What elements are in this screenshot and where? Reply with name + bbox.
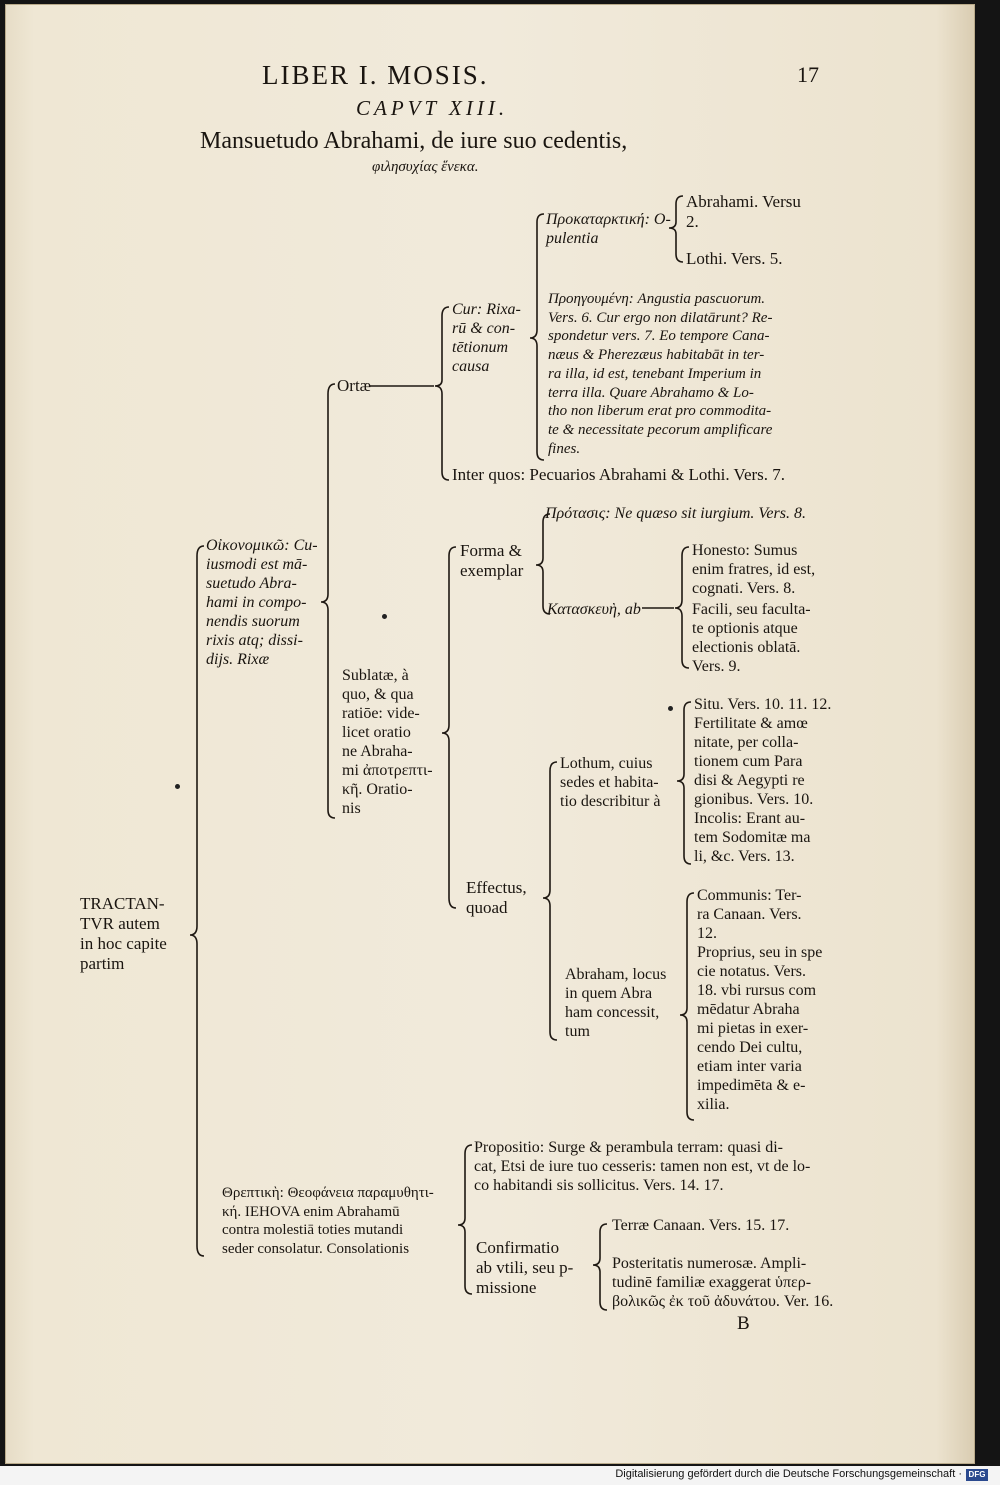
- abrahami-text: Abrahami. Versu 2.: [686, 192, 801, 231]
- ortae-label: Ortæ: [337, 376, 371, 395]
- book-page: [5, 4, 975, 1464]
- honesto-text: Honesto: Sumus enim fratres, id est, cog…: [692, 542, 816, 597]
- signature-mark: B: [737, 1313, 750, 1334]
- propositio-text: Propositio: Surge & perambula terram: qu…: [474, 1139, 811, 1194]
- situ-text: Situ. Vers. 10. 11. 12. Fertilitate & am…: [694, 696, 832, 865]
- inter-quos-text: Inter quos: Pecuarios Abrahami & Lothi. …: [452, 465, 786, 484]
- lothum-text: Lothum, cuius sedes et habita- tio descr…: [560, 755, 661, 810]
- ink-dot: [382, 614, 387, 619]
- abraham-text: Abraham, locus in quem Abra ham concessi…: [565, 966, 667, 1040]
- sublatae-text: Sublatæ, à quo, & qua ratiōe: vide- lice…: [342, 667, 433, 817]
- kataskeue-text: Κατασκευὴ, ab: [547, 601, 641, 618]
- protasis-text: Πρότασις: Ne quæso sit iurgium. Vers. 8.: [545, 505, 806, 522]
- footer-text: Digitalisierung gefördert durch die Deut…: [615, 1468, 962, 1480]
- facili-text: Facili, seu faculta- te optionis atque e…: [692, 601, 811, 675]
- proegoumene-text: Προηγουμένη: Angustia pascuorum. Vers. 6…: [548, 291, 773, 457]
- lothi-text: Lothi. Vers. 5.: [686, 249, 783, 268]
- oikonomike-text: Οἰκονομικῶ: Cu- iusmodi est mā- suetudo …: [206, 537, 318, 668]
- cur-text: Cur: Rixa- rū & con- tētionum causa: [452, 301, 521, 375]
- prokatarktike-text: Προκαταρκτική: O- pulentia: [546, 211, 671, 247]
- footer-bar: Digitalisierung gefördert durch die Deut…: [0, 1466, 1000, 1485]
- ink-dot: [175, 784, 180, 789]
- confirmatio-text: Confirmatio ab vtili, seu p- missione: [476, 1238, 574, 1297]
- dfg-logo: DFG: [966, 1469, 988, 1481]
- communis-text: Communis: Ter- ra Canaan. Vers. 12. Prop…: [697, 887, 823, 1113]
- terrae-text: Terræ Canaan. Vers. 15. 17.: [612, 1217, 790, 1234]
- posteritatis-text: Posteritatis numerosæ. Ampli- tudinē fam…: [612, 1255, 834, 1310]
- running-title: LIBER I. MOSIS.: [262, 60, 489, 90]
- chapter-heading: CAPVT XIII.: [356, 96, 509, 120]
- forma-text: Forma & exemplar: [460, 541, 524, 580]
- root-label: TRACTAN- TVR autem in hoc capite partim: [80, 894, 167, 973]
- threptike-text: Θρεπτικὴ: Θεοφάνεια παραμυθητι- κή. IEHO…: [222, 1185, 434, 1258]
- effectus-text: Effectus, quoad: [466, 878, 527, 917]
- chapter-subtitle: φιλησυχίας ἕνεκα.: [372, 159, 479, 175]
- ink-dot: [668, 706, 673, 711]
- chapter-title: Mansuetudo Abrahami, de iure suo cedenti…: [200, 128, 628, 154]
- page-number: 17: [797, 62, 819, 87]
